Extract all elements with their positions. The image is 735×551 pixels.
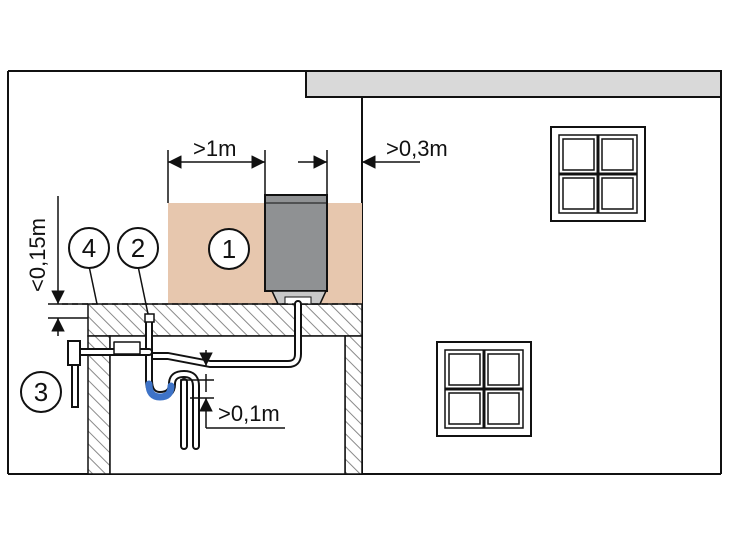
structure-slab [87, 303, 363, 475]
callout-3: 3 [20, 371, 62, 413]
callout-1: 1 [208, 228, 250, 270]
dimension-height-limit [48, 196, 88, 336]
label-horizontal-clearance: >1m [193, 136, 236, 161]
window-upper [550, 126, 646, 222]
dimension-wall-clearance [298, 150, 420, 195]
leader-lines [88, 265, 149, 315]
dimension-trap-depth [180, 350, 285, 429]
svg-text:1: 1 [222, 234, 236, 264]
label-trap-depth: >0,1m [218, 401, 280, 426]
wall-device [67, 340, 81, 408]
callout-4: 4 [68, 227, 110, 269]
label-wall-clearance: >0,3m [386, 136, 448, 161]
outlet-fitting [144, 313, 155, 323]
svg-text:4: 4 [82, 233, 96, 263]
svg-text:2: 2 [131, 233, 145, 263]
condensate-pipe [72, 300, 302, 450]
callout-2: 2 [117, 227, 159, 269]
inner-room [109, 335, 346, 475]
window-lower [436, 341, 532, 437]
dimension-horizontal-clearance [167, 150, 266, 203]
outdoor-unit [264, 194, 328, 305]
svg-text:3: 3 [34, 377, 48, 407]
label-height-limit: <0,15m [25, 218, 50, 292]
roof-edge [305, 70, 722, 98]
